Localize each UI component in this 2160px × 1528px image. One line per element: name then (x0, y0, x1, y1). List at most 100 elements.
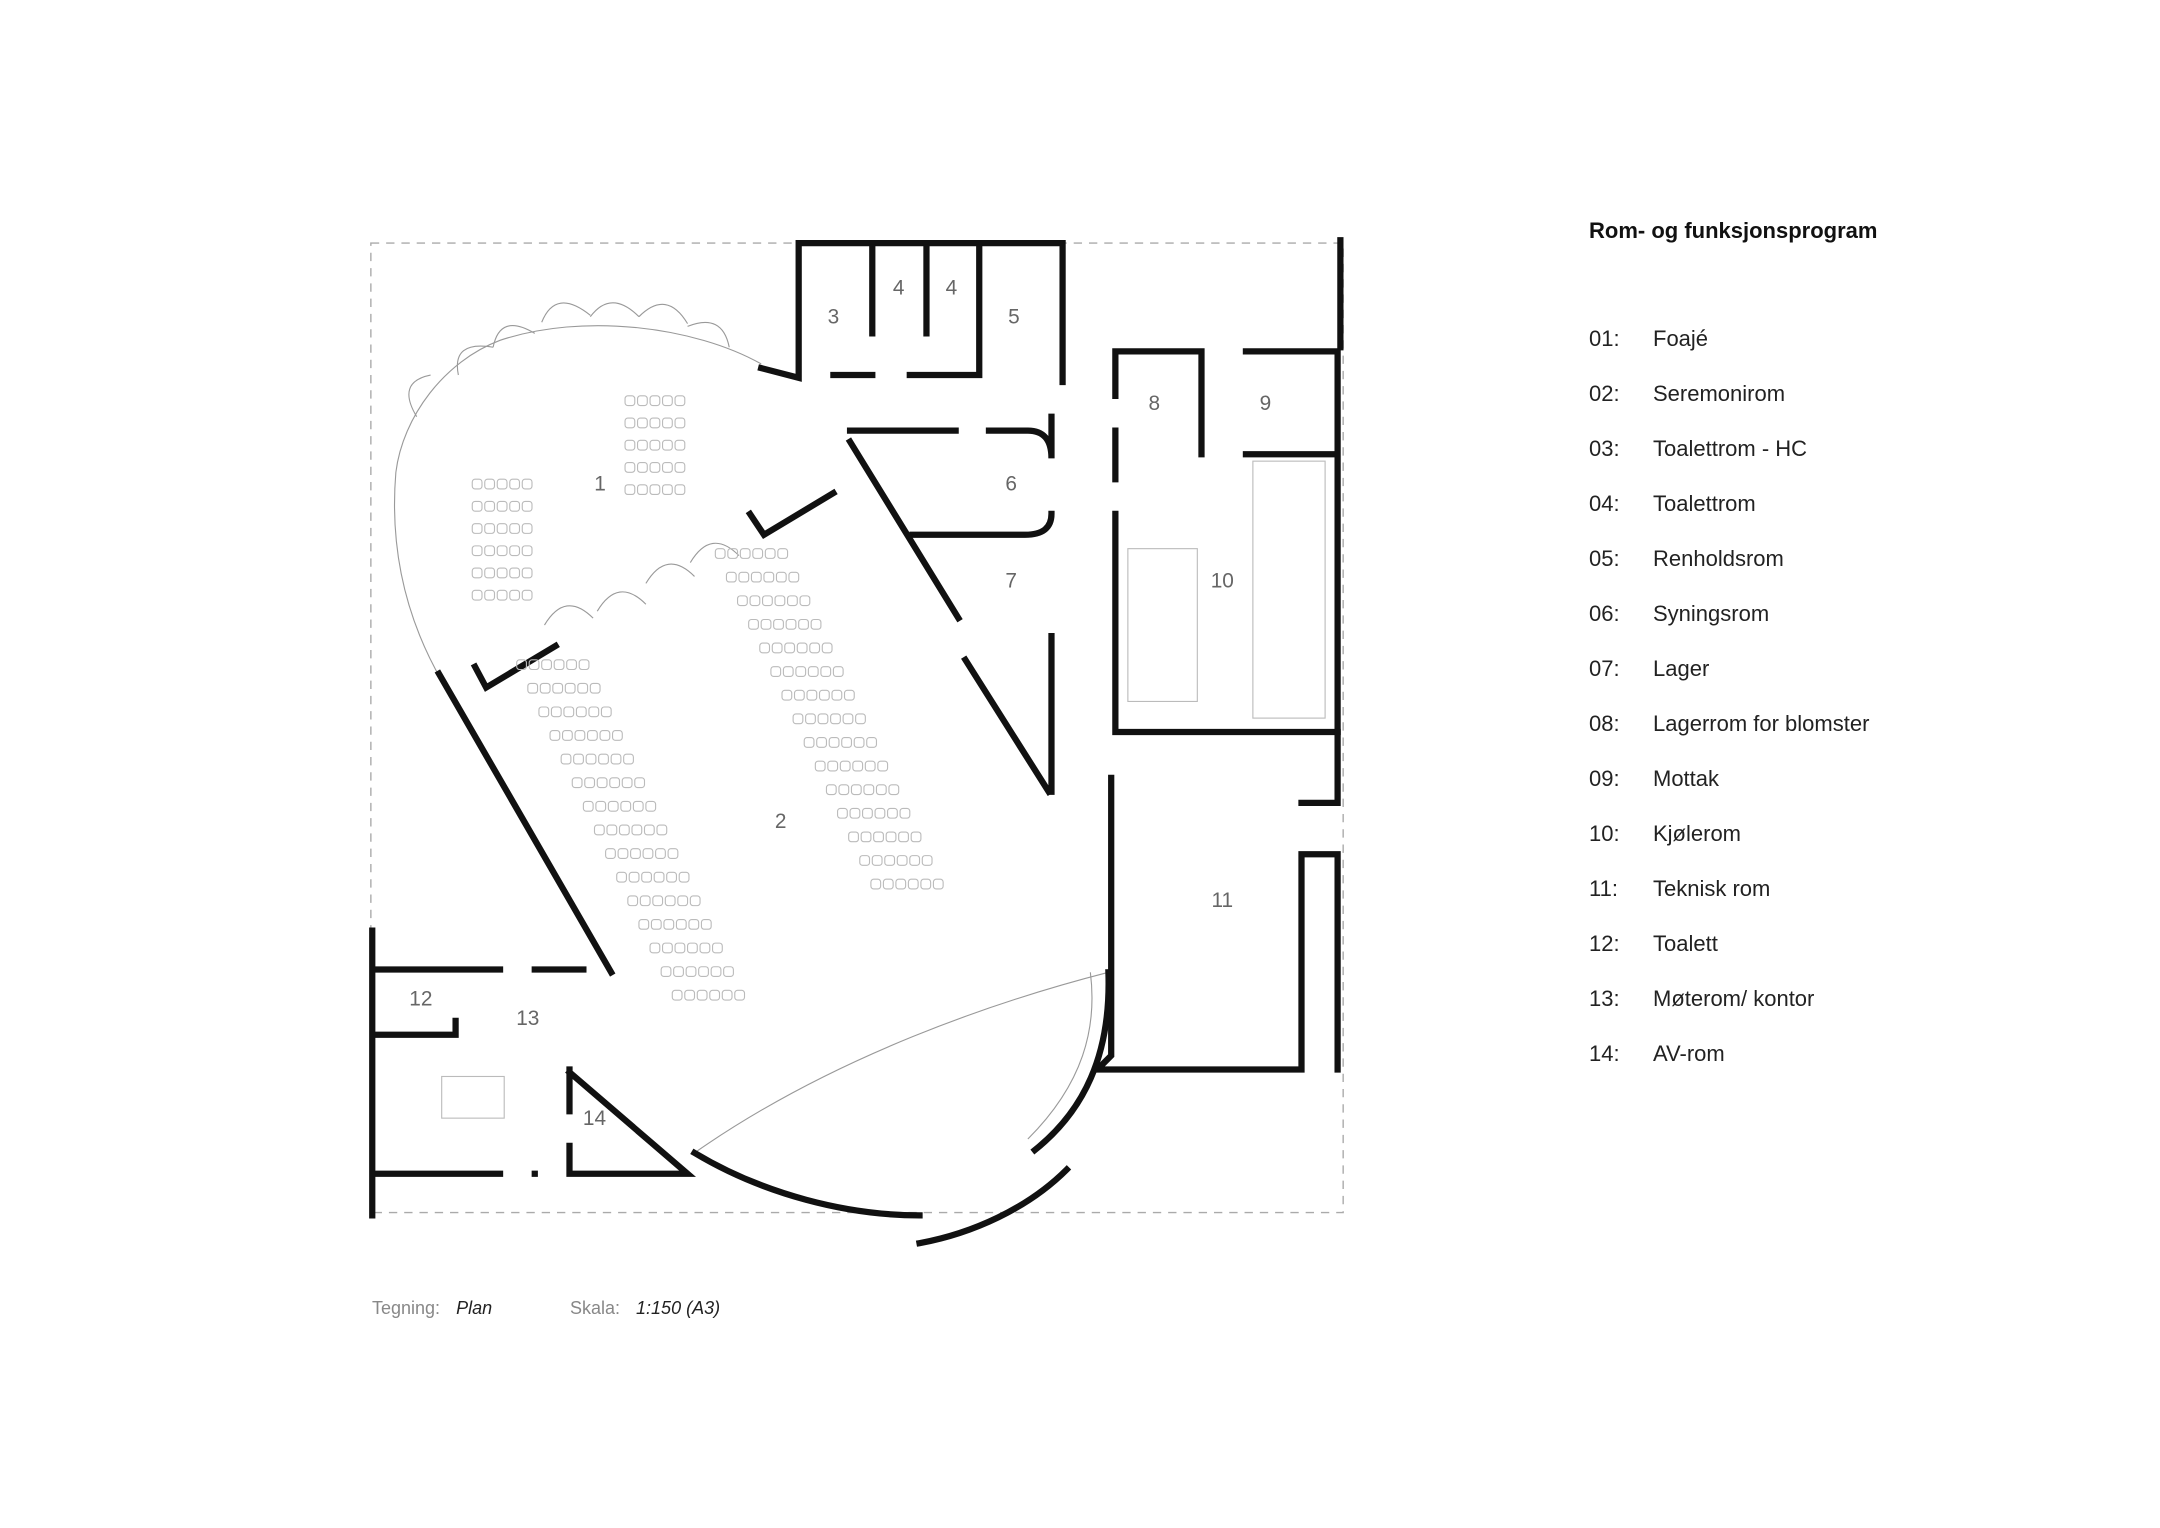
seat (827, 760, 839, 772)
legend-item-number: 09: (1589, 766, 1620, 791)
seat (700, 918, 712, 930)
meeting-table (441, 1075, 505, 1119)
seat (749, 595, 761, 607)
seat (636, 417, 648, 429)
seat (795, 666, 807, 677)
room-label-11: 11 (1212, 889, 1234, 912)
seat (664, 895, 676, 907)
legend-item-number: 12: (1589, 931, 1620, 956)
seat (541, 659, 552, 671)
seat (862, 807, 873, 819)
legend-item-label: Toalett (1653, 931, 1718, 956)
seat (577, 682, 589, 694)
stage-arc (694, 971, 1109, 1154)
seat (663, 918, 675, 930)
seat (838, 784, 850, 796)
legend-item-label: Lagerrom for blomster (1653, 711, 1870, 736)
seat (788, 571, 800, 583)
seat (678, 871, 690, 883)
seat (516, 659, 527, 671)
seat (895, 878, 907, 890)
seat (649, 461, 661, 473)
legend-item: 14:AV-rom (1589, 1041, 1869, 1096)
legend-item-label: Toalettrom - HC (1653, 436, 1808, 461)
seat (666, 871, 677, 883)
seat (574, 730, 586, 741)
legend-item-number: 14: (1589, 1041, 1620, 1066)
seat (624, 461, 636, 473)
seat (496, 478, 508, 490)
seat (632, 800, 644, 812)
scale-value: 1:150 (A3) (636, 1298, 721, 1318)
seat (660, 966, 672, 978)
foyer-scallops (408, 302, 740, 626)
room-label-3: 3 (828, 306, 840, 329)
seat (621, 777, 633, 789)
seat (605, 848, 616, 859)
room-label-12: 12 (409, 988, 432, 1011)
seat (509, 500, 521, 512)
seat (763, 571, 775, 583)
seat (618, 824, 630, 836)
legend-item-number: 04: (1589, 491, 1620, 516)
legend-item-label: Foajé (1653, 326, 1709, 351)
seat (887, 807, 898, 819)
seat (798, 618, 809, 630)
seat (674, 417, 686, 429)
seat (471, 545, 483, 557)
seat (643, 824, 655, 836)
seat (859, 855, 871, 866)
seat (649, 942, 661, 954)
scale-label: Skala: (570, 1298, 621, 1318)
seat (539, 682, 551, 694)
seat (642, 848, 654, 859)
seat (606, 824, 618, 836)
seat (667, 848, 679, 859)
seat (774, 595, 786, 607)
seat (611, 730, 623, 741)
seat (636, 484, 648, 496)
room-labels: 1 2 3 4 4 5 6 7 8 9 10 11 12 13 14 (409, 276, 1271, 1130)
seat (650, 918, 662, 930)
seat (496, 545, 508, 557)
seat (792, 713, 804, 725)
seat (588, 706, 600, 718)
seat (653, 871, 665, 883)
seat (831, 689, 843, 701)
seat (661, 942, 673, 954)
seat (661, 439, 673, 451)
seat (521, 478, 533, 490)
room-label-2: 2 (775, 810, 787, 833)
room-label-9: 9 (1260, 392, 1272, 415)
seat (830, 713, 841, 725)
seat (909, 855, 921, 866)
seat (709, 989, 721, 1001)
seat (699, 942, 711, 954)
walls (369, 237, 1344, 1247)
seat (685, 966, 697, 978)
seat (764, 548, 776, 559)
seat (855, 713, 866, 725)
legend-item-number: 06: (1589, 601, 1620, 626)
seat (624, 439, 636, 451)
seat (688, 918, 700, 930)
seat (573, 753, 584, 765)
drawing-value: Plan (456, 1298, 493, 1318)
seat (725, 571, 737, 583)
seat (578, 659, 590, 671)
seat (636, 461, 648, 473)
seat (738, 571, 750, 583)
seat (661, 461, 673, 473)
seat (807, 666, 819, 677)
room-label-14: 14 (583, 1107, 606, 1130)
seat (805, 713, 816, 725)
seat (484, 478, 496, 490)
seat (896, 855, 908, 866)
seat (623, 753, 634, 765)
legend-item-number: 08: (1589, 711, 1620, 736)
seat (806, 689, 818, 701)
seat (627, 895, 639, 907)
legend-item-label: Syningsrom (1653, 601, 1770, 626)
seat (727, 548, 739, 559)
seat (714, 548, 726, 559)
